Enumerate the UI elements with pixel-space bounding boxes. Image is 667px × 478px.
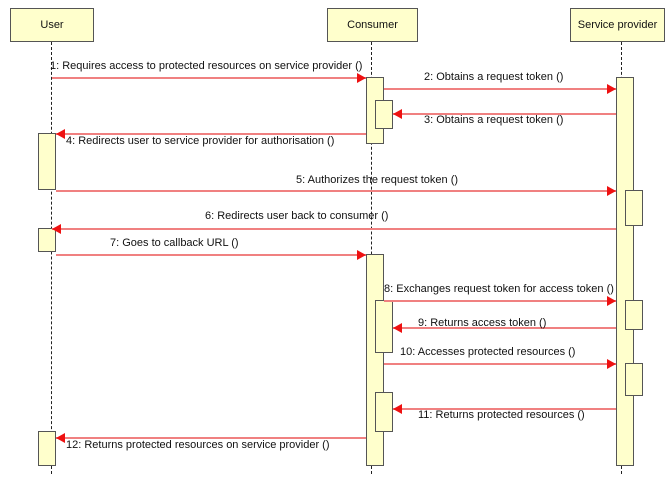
- message-arrowhead-1: [357, 73, 366, 83]
- lifeline-header-user[interactable]: User: [10, 8, 94, 42]
- message-label-9: 9: Returns access token (): [418, 317, 547, 329]
- activation-bar-user: [38, 228, 56, 252]
- message-arrowhead-7: [357, 250, 366, 260]
- message-label-4: 4: Redirects user to service provider fo…: [66, 135, 335, 147]
- message-line-8: [384, 300, 616, 302]
- message-line-3: [393, 113, 616, 115]
- message-arrowhead-2: [607, 84, 616, 94]
- message-arrowhead-3: [393, 109, 402, 119]
- message-arrowhead-8: [607, 296, 616, 306]
- activation-bar-consumer-nested: [375, 392, 393, 432]
- message-label-10: 10: Accesses protected resources (): [400, 346, 576, 358]
- message-line-6: [52, 228, 616, 230]
- lifeline-user: [51, 42, 53, 474]
- message-line-2: [384, 88, 616, 90]
- activation-bar-provider-nested: [625, 300, 643, 330]
- message-arrowhead-4: [56, 129, 65, 139]
- message-label-5: 5: Authorizes the request token (): [296, 174, 459, 186]
- activation-bar-provider-nested: [625, 190, 643, 226]
- message-line-5: [56, 190, 616, 192]
- message-line-12: [56, 437, 366, 439]
- activation-bar-user: [38, 133, 56, 190]
- message-line-4: [56, 133, 366, 135]
- message-line-7: [56, 254, 366, 256]
- activation-bar-consumer-nested: [375, 300, 393, 353]
- message-arrowhead-5: [607, 186, 616, 196]
- lifeline-label-user: User: [40, 18, 64, 31]
- message-label-12: 12: Returns protected resources on servi…: [66, 439, 330, 451]
- message-label-6: 6: Redirects user back to consumer (): [205, 210, 389, 222]
- message-label-1: 1: Requires access to protected resource…: [50, 60, 363, 72]
- lifeline-label-provider: Service provider: [577, 18, 658, 31]
- message-line-11: [393, 408, 616, 410]
- message-arrowhead-6: [52, 224, 61, 234]
- message-line-1: [52, 77, 366, 79]
- message-line-9: [393, 327, 616, 329]
- message-label-11: 11: Returns protected resources (): [418, 409, 585, 421]
- message-label-7: 7: Goes to callback URL (): [110, 237, 239, 249]
- activation-bar-provider: [616, 77, 634, 466]
- message-label-2: 2: Obtains a request token (): [424, 71, 564, 83]
- message-line-10: [384, 363, 616, 365]
- message-label-3: 3: Obtains a request token (): [424, 114, 564, 126]
- message-arrowhead-10: [607, 359, 616, 369]
- message-arrowhead-9: [393, 323, 402, 333]
- lifeline-header-provider[interactable]: Service provider: [570, 8, 665, 42]
- message-arrowhead-12: [56, 433, 65, 443]
- activation-bar-provider-nested: [625, 363, 643, 396]
- activation-bar-user: [38, 431, 56, 466]
- message-label-8: 8: Exchanges request token for access to…: [384, 283, 614, 295]
- message-arrowhead-11: [393, 404, 402, 414]
- activation-bar-consumer-nested: [375, 100, 393, 129]
- lifeline-label-consumer: Consumer: [347, 18, 398, 31]
- activation-bar-consumer: [366, 254, 384, 466]
- lifeline-header-consumer[interactable]: Consumer: [327, 8, 418, 42]
